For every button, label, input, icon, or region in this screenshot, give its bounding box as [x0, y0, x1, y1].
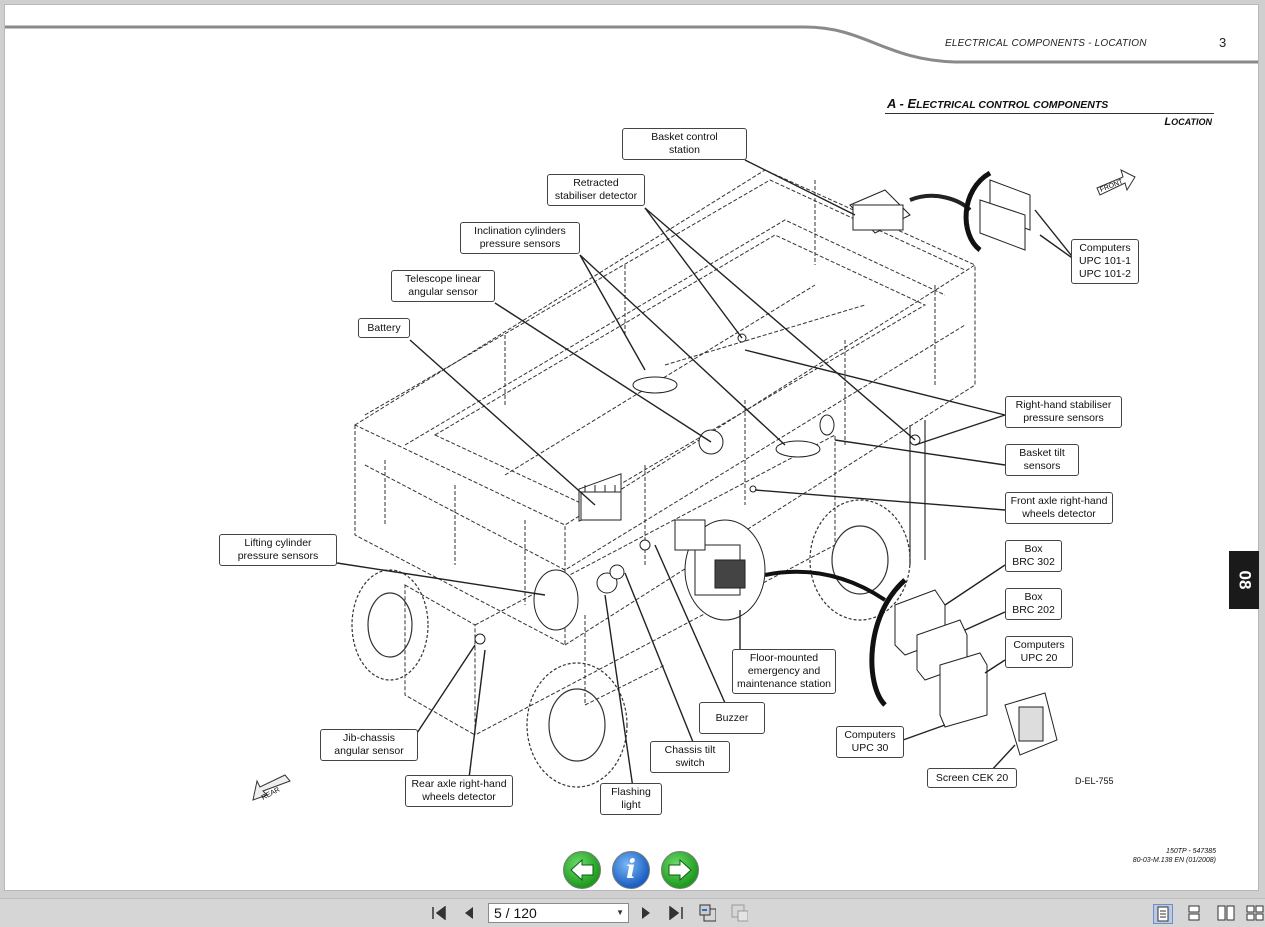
go-forward-icon[interactable] [730, 904, 748, 922]
next-page-button[interactable] [661, 851, 699, 889]
first-page-icon[interactable] [430, 904, 448, 922]
drawing-reference: D-EL-755 [1075, 776, 1114, 786]
page-number-value: 5 / 120 [494, 905, 537, 921]
callout-jib-chassis-sensor: Jib-chassis angular sensor [320, 729, 418, 761]
callout-basket-tilt-sensors: Basket tilt sensors [1005, 444, 1079, 476]
section-subtitle: LOCATION [1164, 116, 1212, 128]
two-page-continuous-view-icon[interactable] [1246, 904, 1264, 922]
callout-flashing-light: Flashing light [600, 783, 662, 815]
prev-page-icon[interactable] [460, 904, 478, 922]
callout-computers-upc20: Computers UPC 20 [1005, 636, 1073, 668]
callout-telescope-linear-sensor: Telescope linear angular sensor [391, 270, 495, 302]
callout-retracted-stabiliser-detector: Retracted stabiliser detector [547, 174, 645, 206]
callout-computers-upc101: Computers UPC 101-1 UPC 101-2 [1071, 239, 1139, 284]
header-title: ELECTRICAL COMPONENTS - LOCATION [945, 38, 1147, 49]
callout-screen-cek20: Screen CEK 20 [927, 768, 1017, 788]
callout-lifting-cylinder: Lifting cylinder pressure sensors [219, 534, 337, 566]
chevron-down-icon[interactable]: ▼ [616, 908, 624, 917]
single-page-view-icon[interactable] [1153, 904, 1173, 924]
arrow-left-icon [570, 859, 594, 881]
callout-computers-upc30: Computers UPC 30 [836, 726, 904, 758]
machine-diagram: FRONT REAR [252, 159, 1136, 802]
next-page-icon[interactable] [637, 904, 655, 922]
chapter-tab: 08 [1229, 551, 1259, 609]
header-rule [5, 25, 1258, 64]
callout-inclination-cylinders: Inclination cylinders pressure sensors [460, 222, 580, 254]
callout-rear-axle-rh-detector: Rear axle right-hand wheels detector [405, 775, 513, 807]
callout-box-brc302: Box BRC 302 [1005, 540, 1062, 572]
front-arrow-label: FRONT [1099, 178, 1125, 194]
footer-line-1: 150TP - 547385 [1166, 848, 1216, 855]
prev-page-button[interactable] [563, 851, 601, 889]
section-title: A - ELECTRICAL CONTROL COMPONENTS [887, 96, 1109, 111]
continuous-view-icon[interactable] [1185, 904, 1203, 922]
last-page-icon[interactable] [667, 904, 685, 922]
callout-basket-control-station: Basket control station [622, 128, 747, 160]
document-page: ELECTRICAL COMPONENTS - LOCATION 3 A - E… [4, 4, 1259, 891]
callout-floor-station: Floor-mounted emergency and maintenance … [732, 649, 836, 694]
arrow-right-icon [668, 859, 692, 881]
callout-box-brc202: Box BRC 202 [1005, 588, 1062, 620]
section-divider [885, 113, 1214, 114]
callout-chassis-tilt-switch: Chassis tilt switch [650, 741, 730, 773]
callout-front-axle-rh-detector: Front axle right-hand wheels detector [1005, 492, 1113, 524]
page-number-field[interactable]: 5 / 120 ▼ [488, 903, 629, 923]
callout-buzzer: Buzzer [699, 702, 765, 734]
go-back-icon[interactable] [698, 904, 716, 922]
page-number: 3 [1219, 35, 1227, 50]
viewer-toolbar: 5 / 120 ▼ [0, 898, 1265, 927]
info-icon: i [626, 855, 636, 885]
info-button[interactable]: i [612, 851, 650, 889]
callout-rh-stabiliser-pressure: Right-hand stabiliser pressure sensors [1005, 396, 1122, 428]
footer-line-2: 80-03-M.138 EN (01/2008) [1132, 857, 1216, 864]
two-page-view-icon[interactable] [1217, 904, 1235, 922]
callout-battery: Battery [358, 318, 410, 338]
